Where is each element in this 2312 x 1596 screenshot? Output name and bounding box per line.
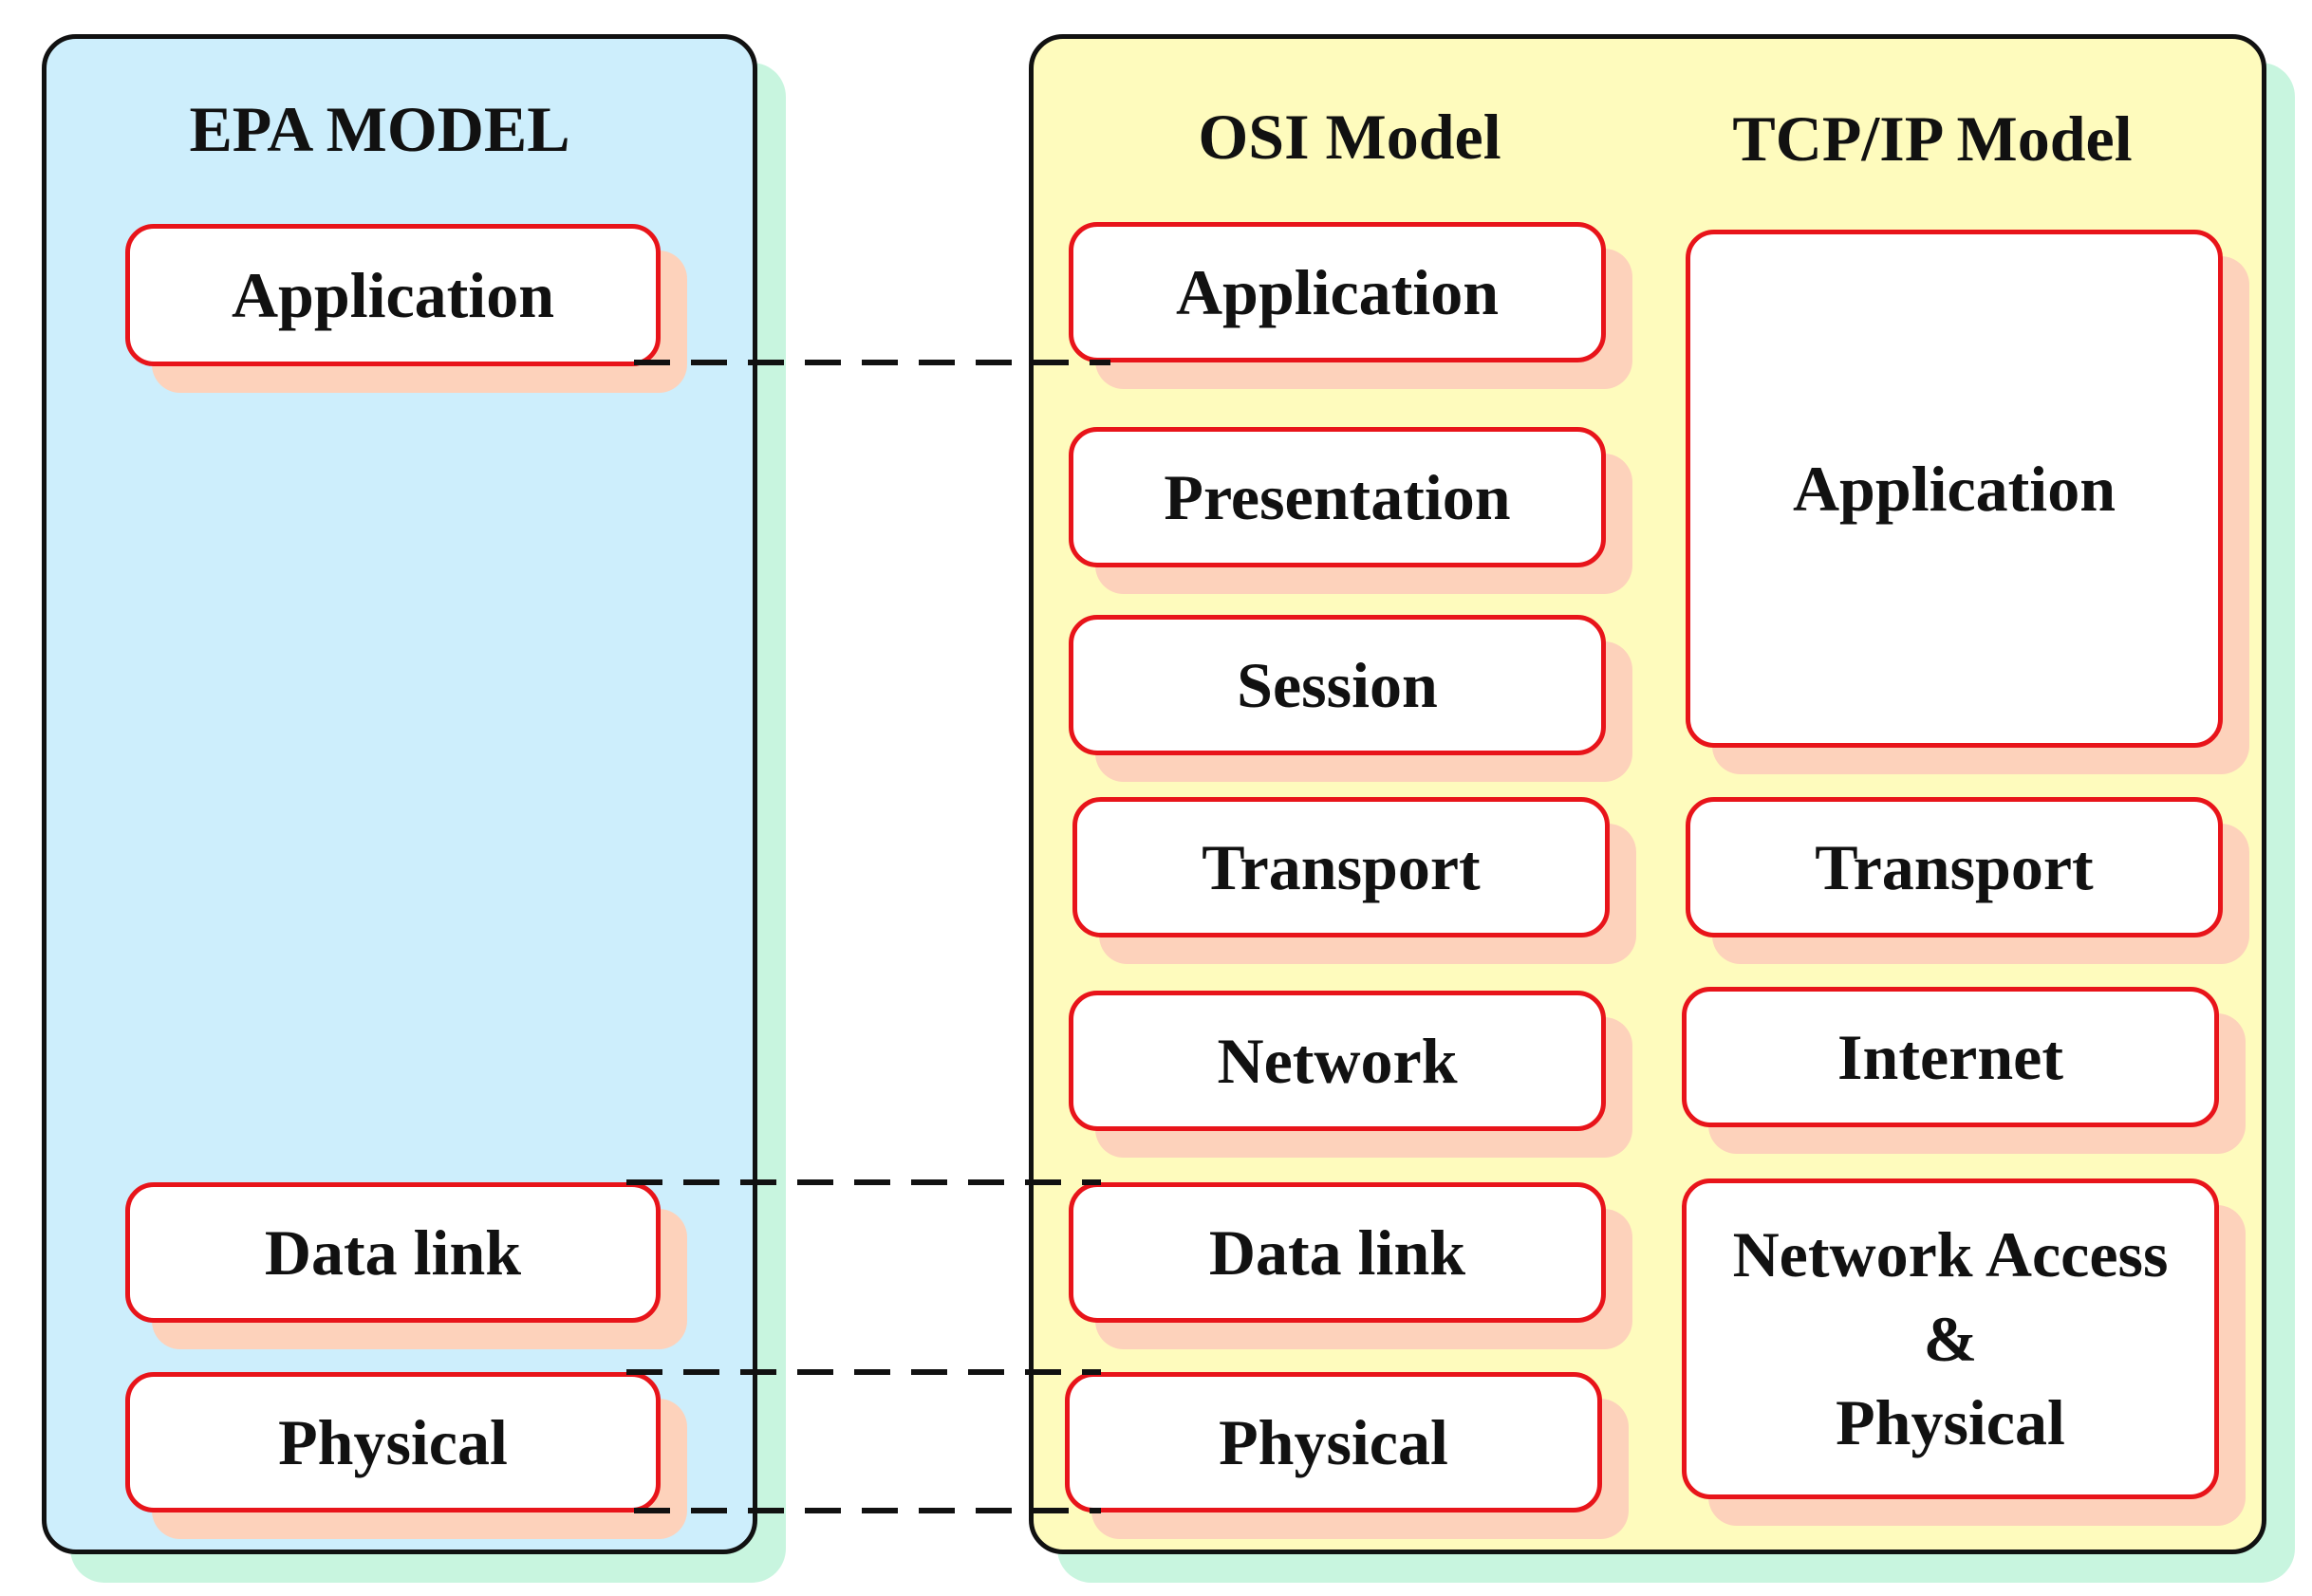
epa-layer-application: Application [125, 224, 661, 366]
tcpip-layer-label: Internet [1837, 1020, 2063, 1093]
osi-layer-physical: Physical [1065, 1372, 1602, 1512]
tcpip-layer-transport: Transport [1686, 797, 2223, 937]
osi-layer-label: Presentation [1164, 460, 1511, 533]
tcpip-layer-label: Transport [1815, 830, 2094, 903]
osi-layer-data-link: Data link [1069, 1182, 1606, 1323]
tcpip-layer-application: Application [1686, 230, 2223, 748]
osi-layer-label: Session [1237, 648, 1438, 721]
osi-layer-label: Data link [1208, 1216, 1466, 1289]
osi-layer-label: Physical [1219, 1405, 1448, 1478]
tcpip-layer-label-line2: & [1923, 1302, 1978, 1375]
epa-layer-data-link: Data link [125, 1182, 661, 1323]
osi-layer-label: Application [1175, 255, 1500, 328]
epa-layer-label: Physical [278, 1405, 508, 1478]
osi-layer-session: Session [1069, 615, 1606, 755]
osi-layer-network: Network [1069, 991, 1606, 1131]
epa-layer-label: Data link [264, 1216, 522, 1289]
osi-layer-application: Application [1069, 222, 1606, 362]
tcpip-layer-network-access-physical: Network Access & Physical [1682, 1178, 2219, 1499]
epa-layer-physical: Physical [125, 1372, 661, 1512]
tcpip-layer-label-line1: Network Access [1732, 1218, 2169, 1291]
osi-model-title: OSI Model [1198, 101, 1501, 173]
osi-layer-presentation: Presentation [1069, 427, 1606, 567]
tcpip-layer-internet: Internet [1682, 987, 2219, 1127]
epa-model-title: EPA MODEL [189, 93, 570, 165]
osi-layer-label: Transport [1202, 830, 1481, 903]
epa-layer-label: Application [231, 258, 555, 331]
tcpip-model-title: TCP/IP Model [1732, 102, 2133, 175]
tcpip-layer-label: Application [1792, 452, 2116, 525]
tcpip-layer-label-line3: Physical [1836, 1386, 2065, 1459]
osi-layer-transport: Transport [1072, 797, 1610, 937]
osi-layer-label: Network [1217, 1024, 1458, 1097]
